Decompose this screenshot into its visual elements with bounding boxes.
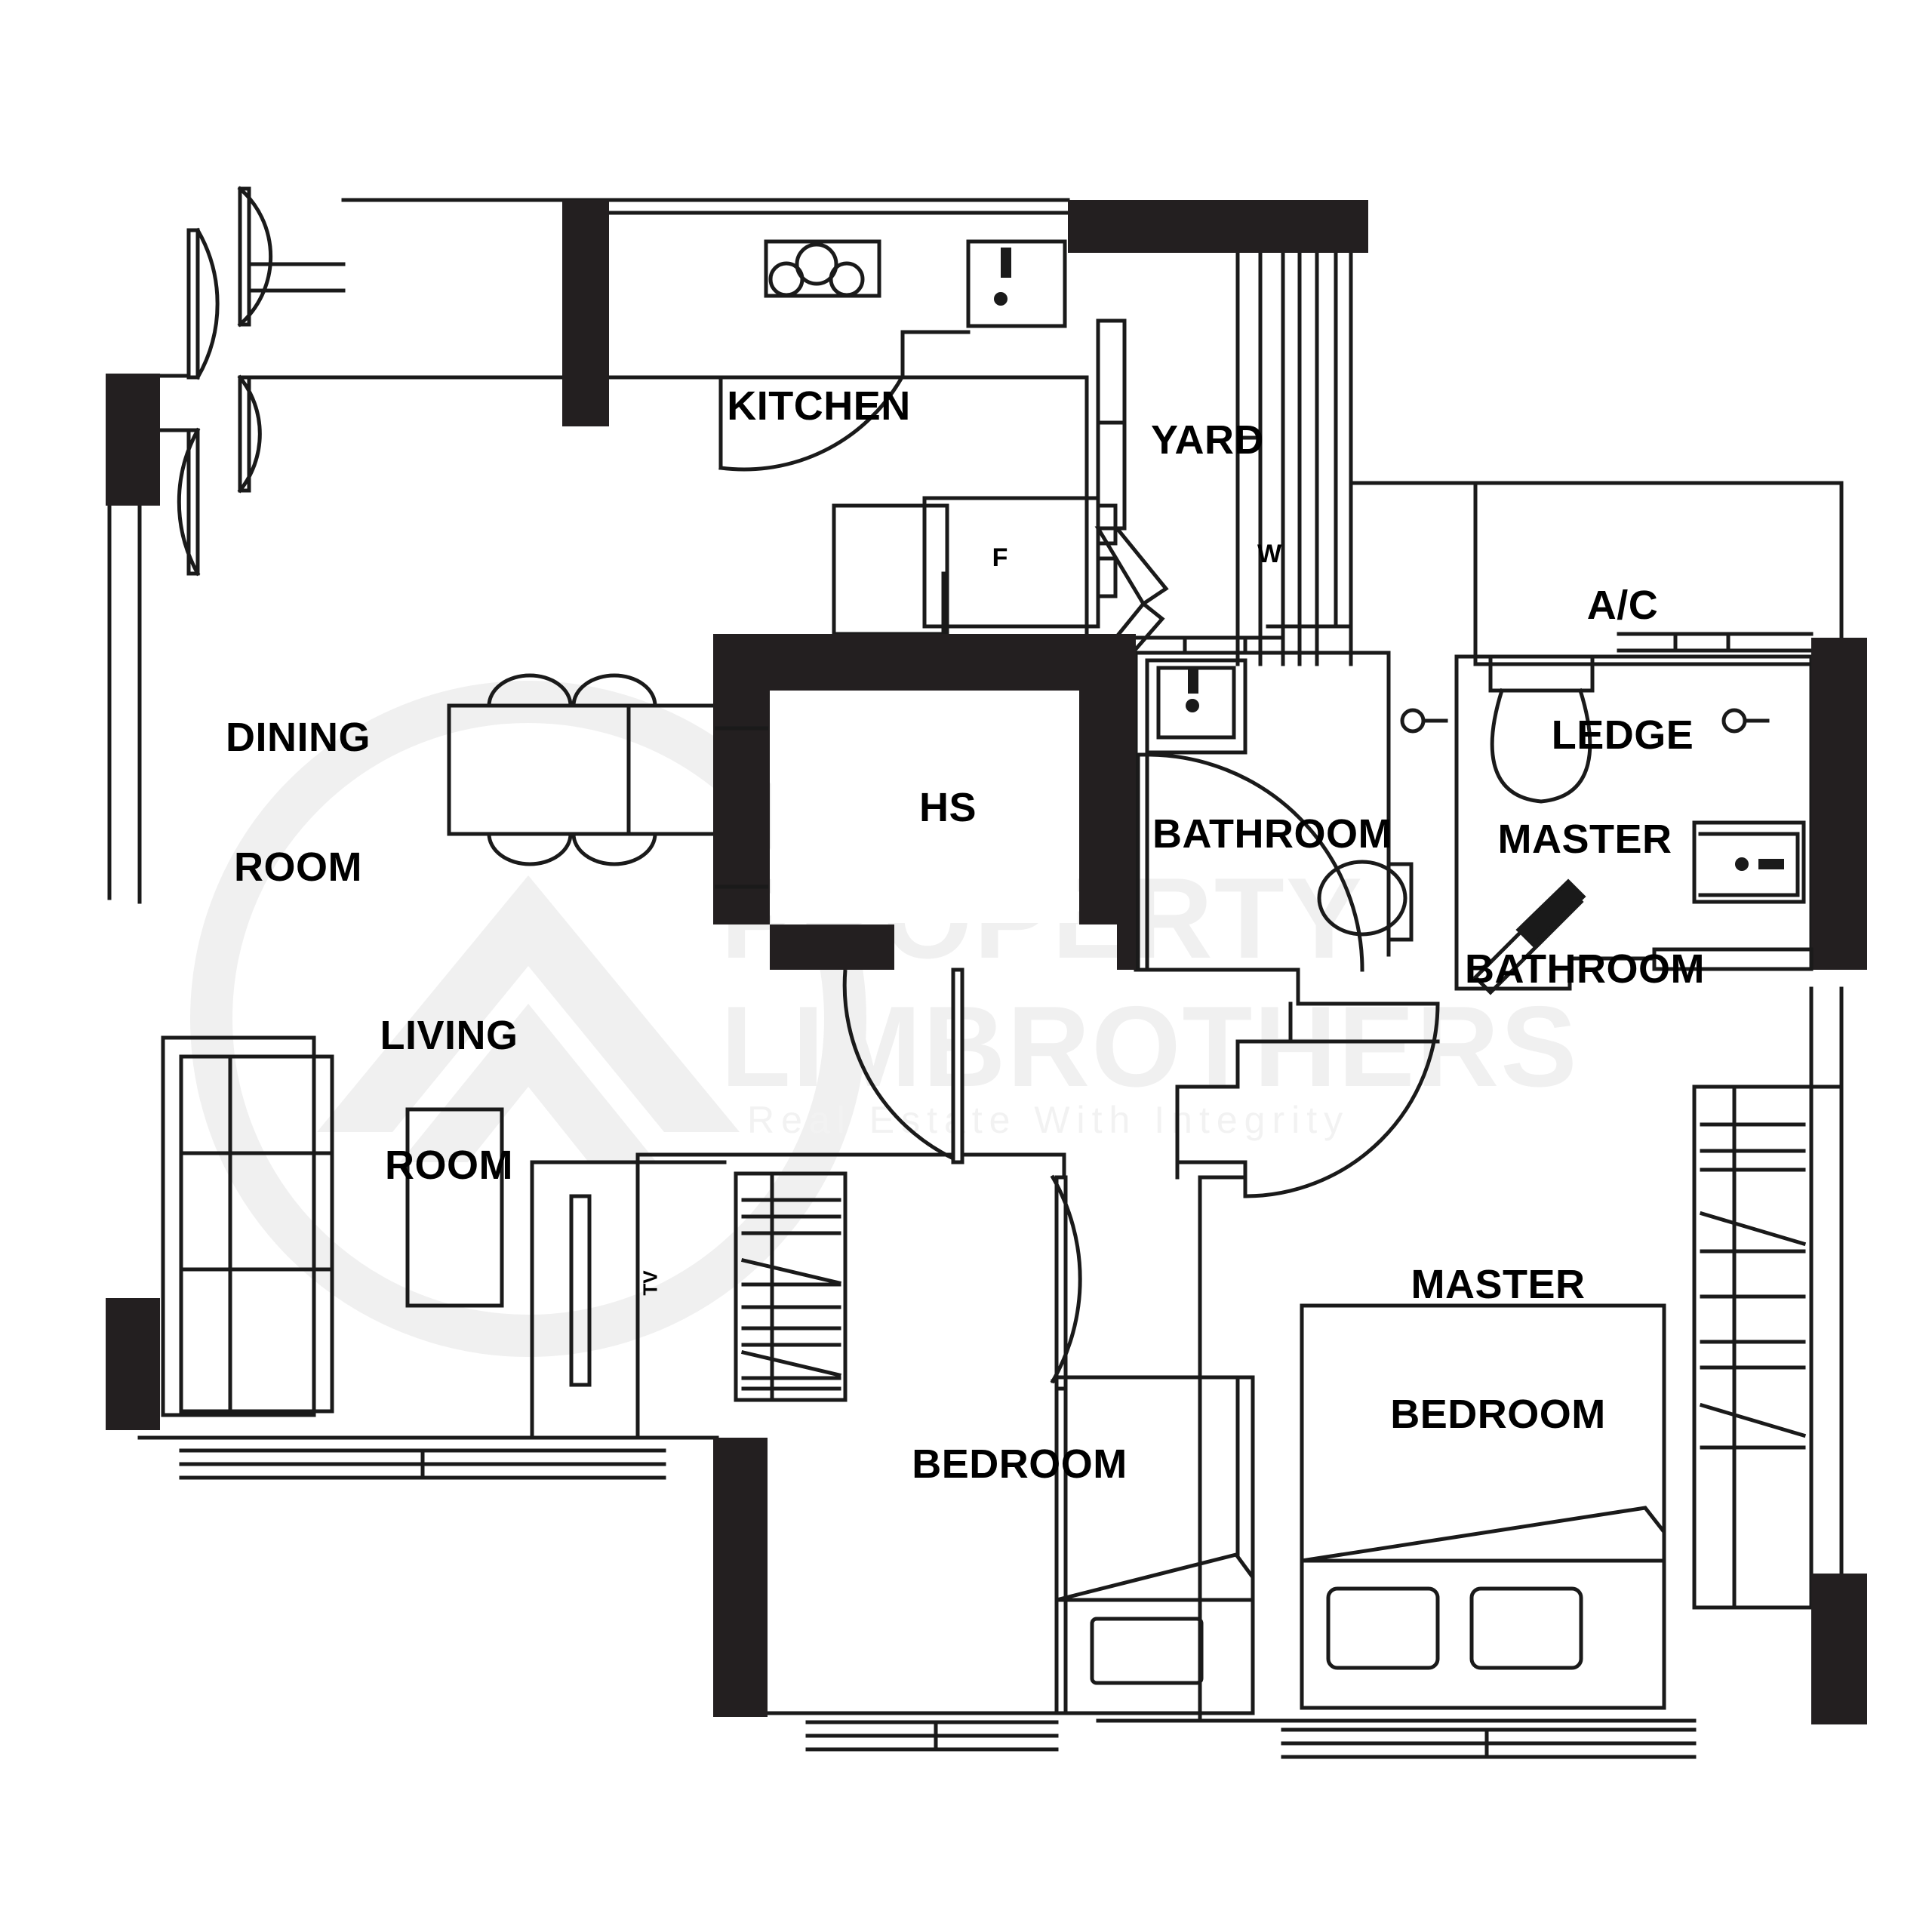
- wall-openings: [715, 726, 1814, 971]
- fixture-label-washer: W: [1257, 540, 1281, 569]
- structural-walls: [106, 200, 1867, 1724]
- hs-interior: [771, 692, 1078, 923]
- fixture-label-washer-text: W: [1257, 540, 1282, 568]
- fixture-label-fridge-text: F: [992, 543, 1008, 572]
- fixture-label-fridge: F: [992, 543, 1008, 573]
- fixture-label-tv-text: TV: [638, 1270, 662, 1296]
- fixture-label-tv: TV: [639, 1270, 663, 1295]
- hs-door: [842, 968, 964, 1164]
